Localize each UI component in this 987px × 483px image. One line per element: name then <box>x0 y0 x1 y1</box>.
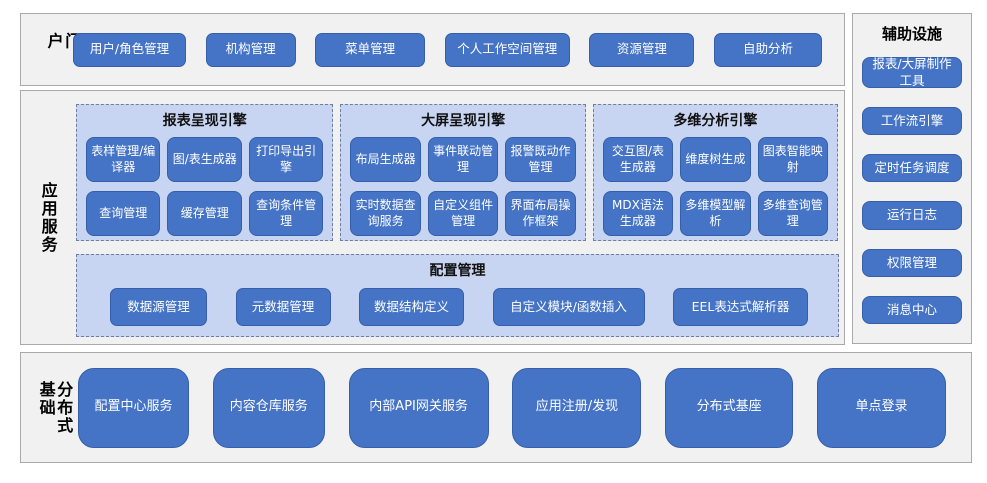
engine-module: 图/表生成器 <box>167 137 242 182</box>
engine-module: 布局生成器 <box>350 137 421 182</box>
engine-module: 缓存管理 <box>167 191 242 236</box>
portal-module-user-role: 用户/角色管理 <box>73 32 186 67</box>
dist-module-base: 分布式基座 <box>665 367 794 448</box>
app-services-label: 应用服务 <box>38 181 58 254</box>
engine-group-row: 报表呈现引擎 表样管理/编译器 图/表生成器 打印导出引擎 查询管理 缓存管理 … <box>76 104 838 241</box>
dist-module-app-registry: 应用注册/发现 <box>512 367 642 448</box>
engine-module: 自定义组件管理 <box>427 191 499 236</box>
config-group-title: 配置管理 <box>429 263 486 279</box>
engine-module: 维度树生成 <box>680 137 751 182</box>
portal-module-row: 用户/角色管理 机构管理 菜单管理 个人工作空间管理 资源管理 自助分析 <box>73 32 822 67</box>
auxiliary-section: 辅助设施 报表/大屏制作工具 工作流引擎 定时任务调度 运行日志 权限管理 消息… <box>852 13 972 344</box>
aux-module-message: 消息中心 <box>862 295 962 325</box>
config-module: EEL表达式解析器 <box>673 288 808 326</box>
distributed-module-row: 配置中心服务 内容仓库服务 内部API网关服务 应用注册/发现 分布式基座 单点… <box>78 367 946 448</box>
engine-module: 事件联动管理 <box>427 137 499 182</box>
dist-module-content-repo: 内容仓库服务 <box>212 367 325 448</box>
config-module-row: 数据源管理 元数据管理 数据结构定义 自定义模块/函数插入 EEL表达式解析器 <box>77 280 838 326</box>
aux-module-permission: 权限管理 <box>862 248 962 277</box>
engine-module: 多维查询管理 <box>757 191 828 236</box>
config-module: 自定义模块/函数插入 <box>492 288 645 326</box>
portal-section: 门户 用户/角色管理 机构管理 菜单管理 个人工作空间管理 资源管理 自助分析 <box>20 13 845 86</box>
distributed-label: 分布式基础 <box>36 380 74 435</box>
portal-module-selfservice: 自助分析 <box>713 32 822 67</box>
dist-module-sso: 单点登录 <box>816 367 946 448</box>
engine-module: 多维模型解析 <box>680 191 751 236</box>
dist-module-config-center: 配置中心服务 <box>78 367 189 448</box>
dist-module-api-gateway: 内部API网关服务 <box>348 367 489 448</box>
portal-module-org: 机构管理 <box>205 32 296 67</box>
config-module: 元数据管理 <box>235 288 331 326</box>
config-module: 数据结构定义 <box>359 288 464 326</box>
engine-module: 实时数据查询服务 <box>350 191 421 236</box>
aux-module-report-tool: 报表/大屏制作工具 <box>862 56 962 88</box>
aux-module-scheduler: 定时任务调度 <box>862 154 962 183</box>
engine-title: 大屏呈现引擎 <box>421 113 506 129</box>
engine-module-grid: 表样管理/编译器 图/表生成器 打印导出引擎 查询管理 缓存管理 查询条件管理 <box>77 130 332 244</box>
engine-module: 界面布局操作框架 <box>505 191 576 236</box>
app-services-section: 应用服务 报表呈现引擎 表样管理/编译器 图/表生成器 打印导出引擎 查询管理 … <box>20 90 845 345</box>
engine-module: 打印导出引擎 <box>248 137 324 182</box>
report-engine-group: 报表呈现引擎 表样管理/编译器 图/表生成器 打印导出引擎 查询管理 缓存管理 … <box>76 104 334 244</box>
engine-module-grid: 布局生成器 事件联动管理 报警既动作管理 实时数据查询服务 自定义组件管理 界面… <box>341 130 584 244</box>
engine-module: MDX语法生成器 <box>602 191 674 236</box>
aux-module-runlog: 运行日志 <box>862 201 962 230</box>
distributed-foundation-section: 分布式基础 配置中心服务 内容仓库服务 内部API网关服务 应用注册/发现 分布… <box>20 352 972 463</box>
engine-module: 图表智能映射 <box>757 137 828 182</box>
portal-module-menu: 菜单管理 <box>315 32 426 67</box>
engine-module: 查询条件管理 <box>248 191 324 236</box>
olap-engine-group: 多维分析引擎 交互图/表生成器 维度树生成 图表智能映射 MDX语法生成器 多维… <box>592 104 838 244</box>
engine-title: 报表呈现引擎 <box>162 113 247 129</box>
engine-module: 报警既动作管理 <box>505 137 576 182</box>
engine-title: 多维分析引擎 <box>673 113 758 129</box>
bigscreen-engine-group: 大屏呈现引擎 布局生成器 事件联动管理 报警既动作管理 实时数据查询服务 自定义… <box>340 104 586 244</box>
config-management-group: 配置管理 数据源管理 元数据管理 数据结构定义 自定义模块/函数插入 EEL表达… <box>76 254 839 337</box>
auxiliary-title: 辅助设施 <box>881 25 942 43</box>
engine-module: 查询管理 <box>86 191 161 236</box>
config-module: 数据源管理 <box>110 288 207 326</box>
engine-module: 表样管理/编译器 <box>86 137 161 182</box>
engine-module: 交互图/表生成器 <box>602 137 674 182</box>
portal-module-resource: 资源管理 <box>589 32 695 67</box>
engine-module-grid: 交互图/表生成器 维度树生成 图表智能映射 MDX语法生成器 多维模型解析 多维… <box>594 130 837 244</box>
aux-module-workflow: 工作流引擎 <box>862 107 962 136</box>
portal-module-workspace: 个人工作空间管理 <box>444 32 570 67</box>
